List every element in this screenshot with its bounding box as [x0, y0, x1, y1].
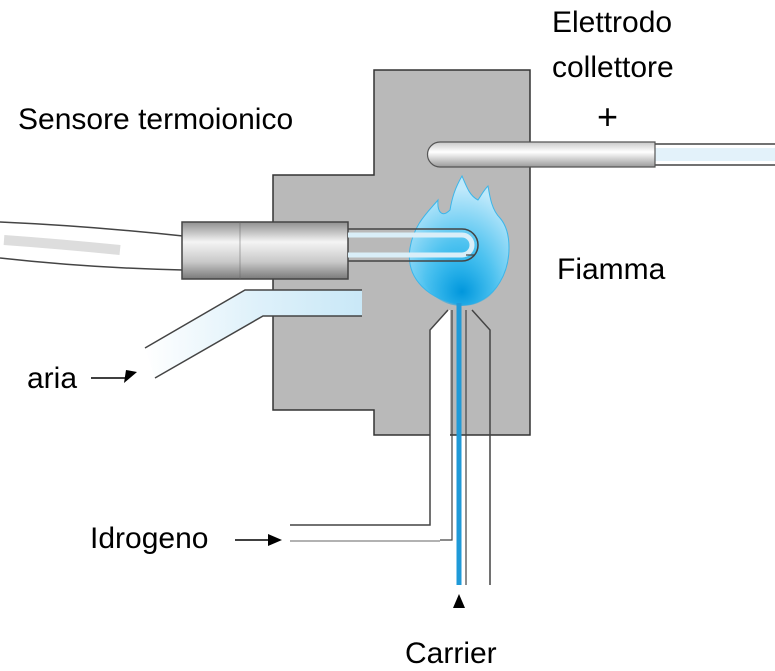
air-label: aria	[27, 362, 78, 395]
hydrogen-label: Idrogeno	[90, 522, 209, 555]
sensor-label: Sensore termoionico	[18, 103, 294, 136]
sensor-cable	[0, 221, 184, 271]
flame	[408, 174, 510, 306]
air-inlet-tube	[144, 289, 362, 379]
air-arrow	[91, 370, 137, 383]
sensor-cylinder	[181, 221, 349, 280]
collector-electrode-label-line1: Elettrodo	[552, 6, 673, 39]
flame-label: Fiamma	[557, 253, 666, 286]
collector-electrode-label-line2: collettore	[552, 51, 674, 84]
carrier-label: Carrier	[405, 637, 497, 670]
collector-electrode	[426, 141, 656, 168]
thermionic-probe	[348, 228, 479, 262]
hydrogen-arrow	[235, 534, 282, 546]
collector-electrode-label: Elettrodo collettore	[552, 0, 674, 90]
hydrogen-inlet	[290, 309, 491, 585]
carrier-arrow	[453, 594, 465, 608]
positive-sign: +	[597, 96, 619, 137]
electrode-wires	[655, 143, 775, 166]
